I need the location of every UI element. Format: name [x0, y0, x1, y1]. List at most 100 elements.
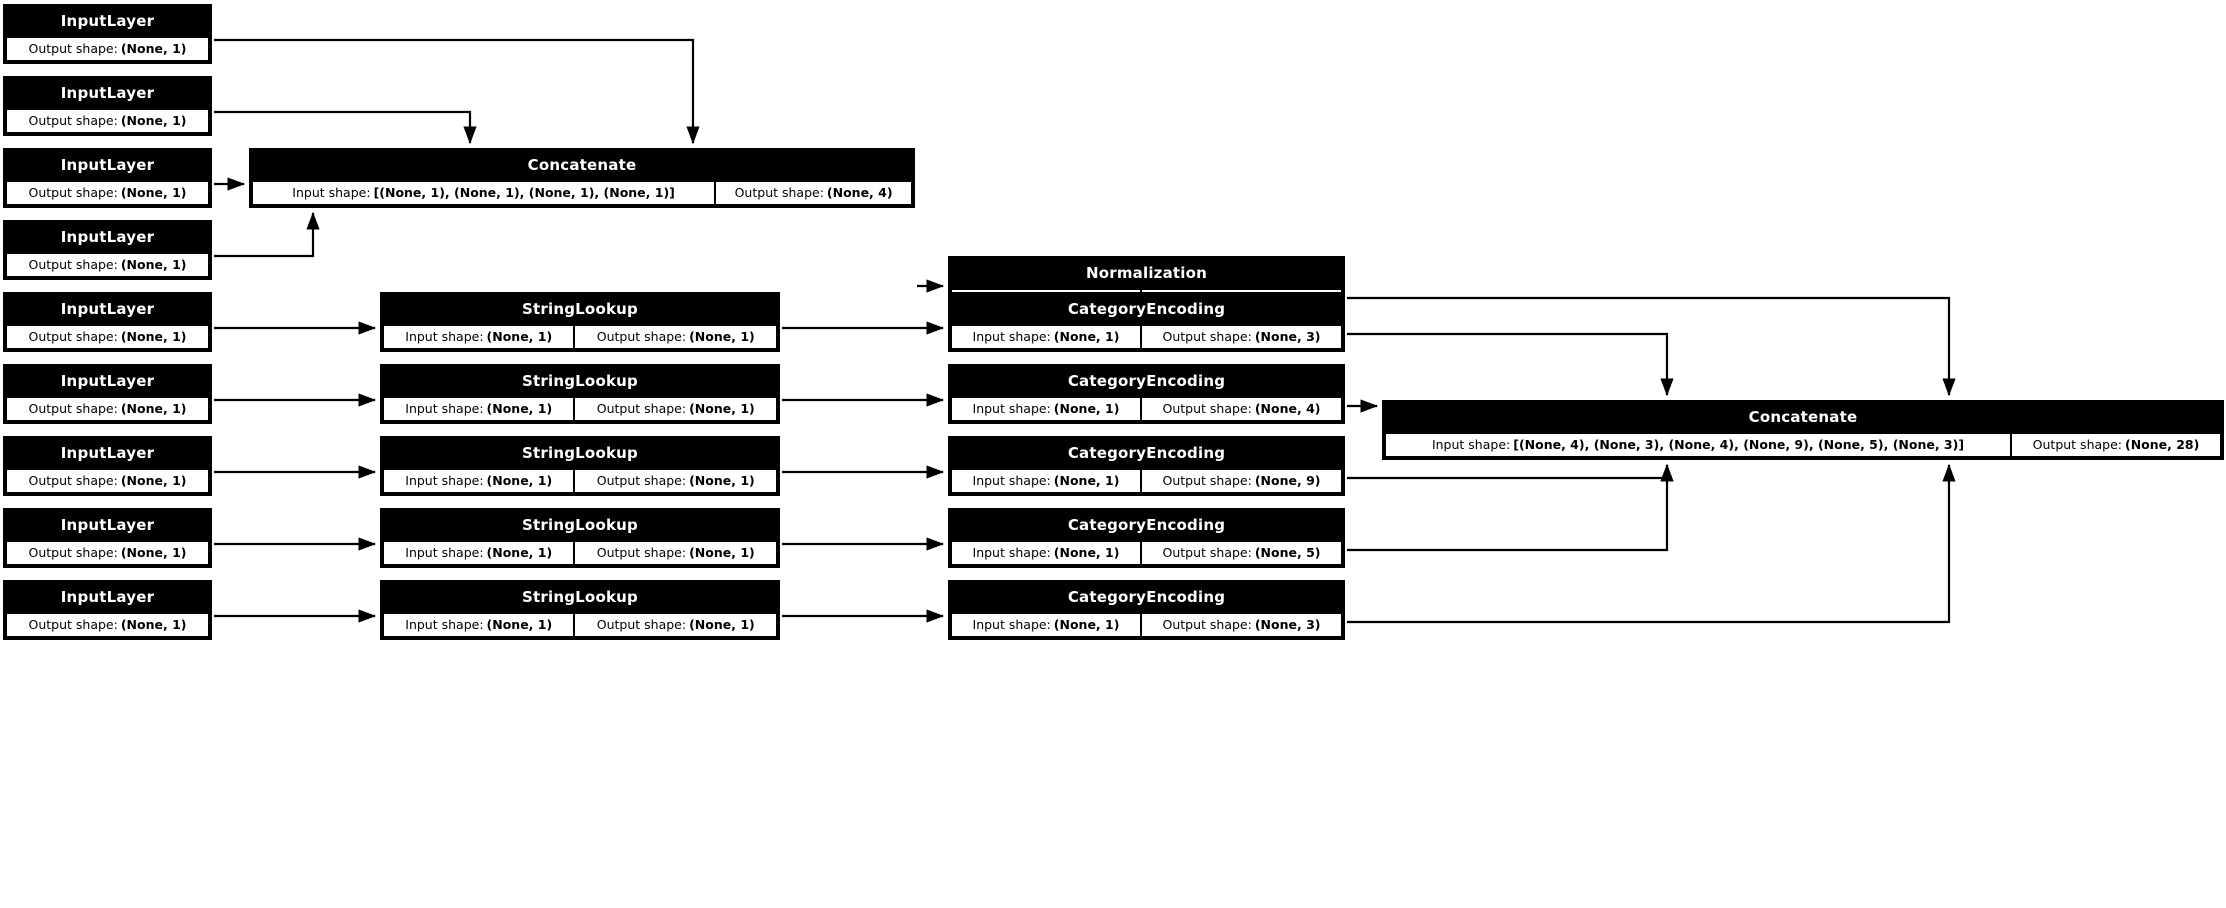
output-shape-value: (None, 1) — [120, 40, 187, 56]
output-shape-cell: Output shape:(None, 1) — [7, 542, 208, 564]
node-shape-row: Input shape:(None, 1)Output shape:(None,… — [382, 540, 778, 566]
output-shape-value: (None, 3) — [1254, 328, 1321, 344]
node-shape-row: Input shape:(None, 1)Output shape:(None,… — [950, 396, 1343, 422]
output-shape-cell: Output shape:(None, 1) — [7, 182, 208, 204]
output-shape-cell: Output shape:(None, 1) — [7, 326, 208, 348]
output-shape-cell: Output shape:(None, 1) — [573, 398, 777, 420]
node-title: StringLookup — [382, 294, 778, 324]
output-shape-value: (None, 1) — [120, 400, 187, 416]
input-shape-cell: Input shape:(None, 1) — [952, 470, 1140, 492]
node-title: InputLayer — [5, 438, 210, 468]
output-shape-cell: Output shape:(None, 28) — [2010, 434, 2220, 456]
output-shape-label: Output shape: — [1162, 400, 1252, 416]
output-shape-label: Output shape: — [2032, 436, 2122, 452]
output-shape-cell: Output shape:(None, 3) — [1139, 614, 1342, 636]
output-shape-cell: Output shape:(None, 1) — [7, 470, 208, 492]
input-shape-label: Input shape: — [972, 400, 1051, 416]
node-title: CategoryEncoding — [950, 294, 1343, 324]
output-shape-value: (None, 1) — [120, 328, 187, 344]
input-shape-value: (None, 1) — [1053, 472, 1120, 488]
output-shape-label: Output shape: — [596, 400, 687, 416]
input-shape-label: Input shape: — [292, 184, 371, 200]
node-shape-row: Output shape:(None, 1) — [5, 252, 210, 278]
node-title: InputLayer — [5, 6, 210, 36]
input-shape-cell: Input shape:[(None, 4), (None, 3), (None… — [1386, 434, 2011, 456]
input-shape-label: Input shape: — [405, 544, 484, 560]
output-shape-label: Output shape: — [1162, 472, 1252, 488]
input-shape-label: Input shape: — [972, 472, 1051, 488]
output-shape-label: Output shape: — [28, 544, 118, 560]
output-shape-value: (None, 1) — [689, 328, 755, 344]
node-shape-row: Input shape:(None, 1)Output shape:(None,… — [382, 324, 778, 350]
output-shape-cell: Output shape:(None, 1) — [573, 470, 777, 492]
edge-ce4-to-cat2 — [1347, 463, 1674, 552]
output-shape-label: Output shape: — [596, 472, 687, 488]
output-shape-cell: Output shape:(None, 1) — [7, 254, 208, 276]
node-title: StringLookup — [382, 510, 778, 540]
output-shape-value: (None, 1) — [120, 472, 187, 488]
input-shape-label: Input shape: — [405, 400, 484, 416]
output-shape-value: (None, 1) — [120, 544, 187, 560]
node-shape-row: Output shape:(None, 1) — [5, 540, 210, 566]
node-shape-row: Output shape:(None, 1) — [5, 612, 210, 638]
output-shape-value: (None, 1) — [689, 616, 755, 632]
output-shape-label: Output shape: — [28, 400, 118, 416]
output-shape-label: Output shape: — [28, 328, 118, 344]
node-title: StringLookup — [382, 366, 778, 396]
output-shape-label: Output shape: — [28, 616, 118, 632]
input-shape-label: Input shape: — [405, 616, 484, 632]
output-shape-value: (None, 4) — [1254, 400, 1321, 416]
input-shape-cell: Input shape:(None, 1) — [384, 614, 574, 636]
output-shape-value: (None, 1) — [689, 544, 755, 560]
output-shape-value: (None, 1) — [120, 184, 187, 200]
input-shape-cell: Input shape:(None, 1) — [384, 398, 574, 420]
output-shape-value: (None, 3) — [1254, 616, 1321, 632]
output-shape-label: Output shape: — [28, 472, 118, 488]
input-shape-cell: Input shape:(None, 1) — [384, 326, 574, 348]
node-shape-row: Input shape:(None, 1)Output shape:(None,… — [382, 396, 778, 422]
output-shape-label: Output shape: — [1162, 328, 1252, 344]
node-title: InputLayer — [5, 510, 210, 540]
output-shape-label: Output shape: — [596, 544, 687, 560]
output-shape-cell: Output shape:(None, 1) — [7, 614, 208, 636]
node-shape-row: Input shape:[(None, 1), (None, 1), (None… — [251, 180, 913, 206]
node-title: InputLayer — [5, 294, 210, 324]
input-shape-value: (None, 1) — [486, 400, 553, 416]
output-shape-label: Output shape: — [1162, 616, 1252, 632]
output-shape-label: Output shape: — [596, 616, 687, 632]
output-shape-value: (None, 1) — [689, 472, 755, 488]
output-shape-cell: Output shape:(None, 1) — [7, 38, 208, 60]
node-shape-row: Output shape:(None, 1) — [5, 396, 210, 422]
output-shape-label: Output shape: — [28, 256, 118, 272]
edge-ce3-to-cat2 — [1347, 463, 1674, 482]
node-shape-row: Input shape:(None, 1)Output shape:(None,… — [950, 612, 1343, 638]
input-shape-label: Input shape: — [972, 616, 1051, 632]
input-shape-value: (None, 1) — [486, 616, 553, 632]
output-shape-label: Output shape: — [28, 112, 118, 128]
node-title: CategoryEncoding — [950, 438, 1343, 468]
output-shape-cell: Output shape:(None, 1) — [573, 326, 777, 348]
edge-in1-to-cat1 — [214, 38, 700, 145]
